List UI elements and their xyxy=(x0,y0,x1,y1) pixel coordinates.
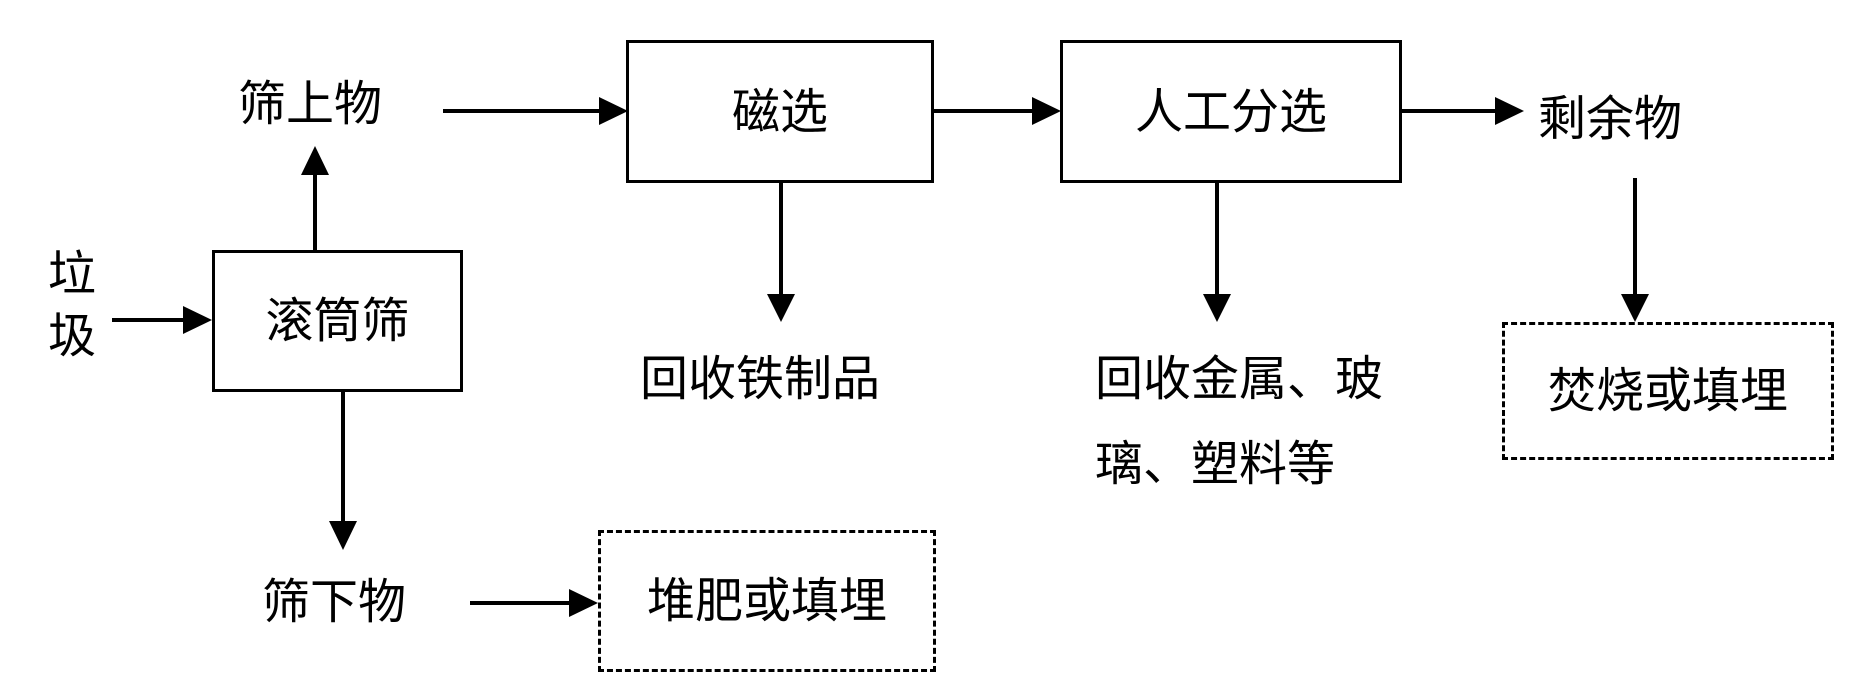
screen-over-label: 筛上物 xyxy=(238,76,383,132)
residue-label: 剩余物 xyxy=(1538,91,1683,147)
arrowhead-up xyxy=(301,146,329,175)
arrowhead-right xyxy=(1495,97,1524,125)
arrowhead-right xyxy=(1032,97,1061,125)
drum-screen-label: 滚筒筛 xyxy=(265,293,410,349)
manual-sorting-box: 人工分选 xyxy=(1060,40,1402,183)
arrowhead-right xyxy=(569,589,598,617)
arrowhead-right xyxy=(599,97,628,125)
manual-sorting-label: 人工分选 xyxy=(1134,83,1327,140)
screen-under-label: 筛下物 xyxy=(262,574,407,630)
input-label-line2: 圾 xyxy=(48,308,97,364)
arrowhead-down xyxy=(329,521,357,550)
arrowhead-right xyxy=(183,306,212,334)
connectors xyxy=(112,109,1637,605)
incinerate-or-landfill-box: 焚烧或填埋 xyxy=(1502,322,1834,460)
arrowhead-down xyxy=(1621,294,1649,322)
drum-screen-box: 滚筒筛 xyxy=(212,250,463,392)
compost-or-landfill-label: 堆肥或填埋 xyxy=(646,573,887,629)
compost-or-landfill-box: 堆肥或填埋 xyxy=(598,530,936,672)
input-label-line1: 垃 xyxy=(48,246,97,302)
magnetic-separation-box: 磁选 xyxy=(626,40,934,183)
incinerate-or-landfill-label: 焚烧或填埋 xyxy=(1547,363,1788,419)
arrowheads xyxy=(183,97,1649,617)
metals-recovery-label-line1: 回收金属、玻 xyxy=(1095,351,1384,407)
iron-recovery-label: 回收铁制品 xyxy=(640,351,881,407)
metals-recovery-label-line2: 璃、塑料等 xyxy=(1095,436,1336,492)
arrowhead-down xyxy=(1203,294,1231,322)
magnetic-separation-label: 磁选 xyxy=(731,83,828,140)
arrowhead-down xyxy=(767,294,795,322)
